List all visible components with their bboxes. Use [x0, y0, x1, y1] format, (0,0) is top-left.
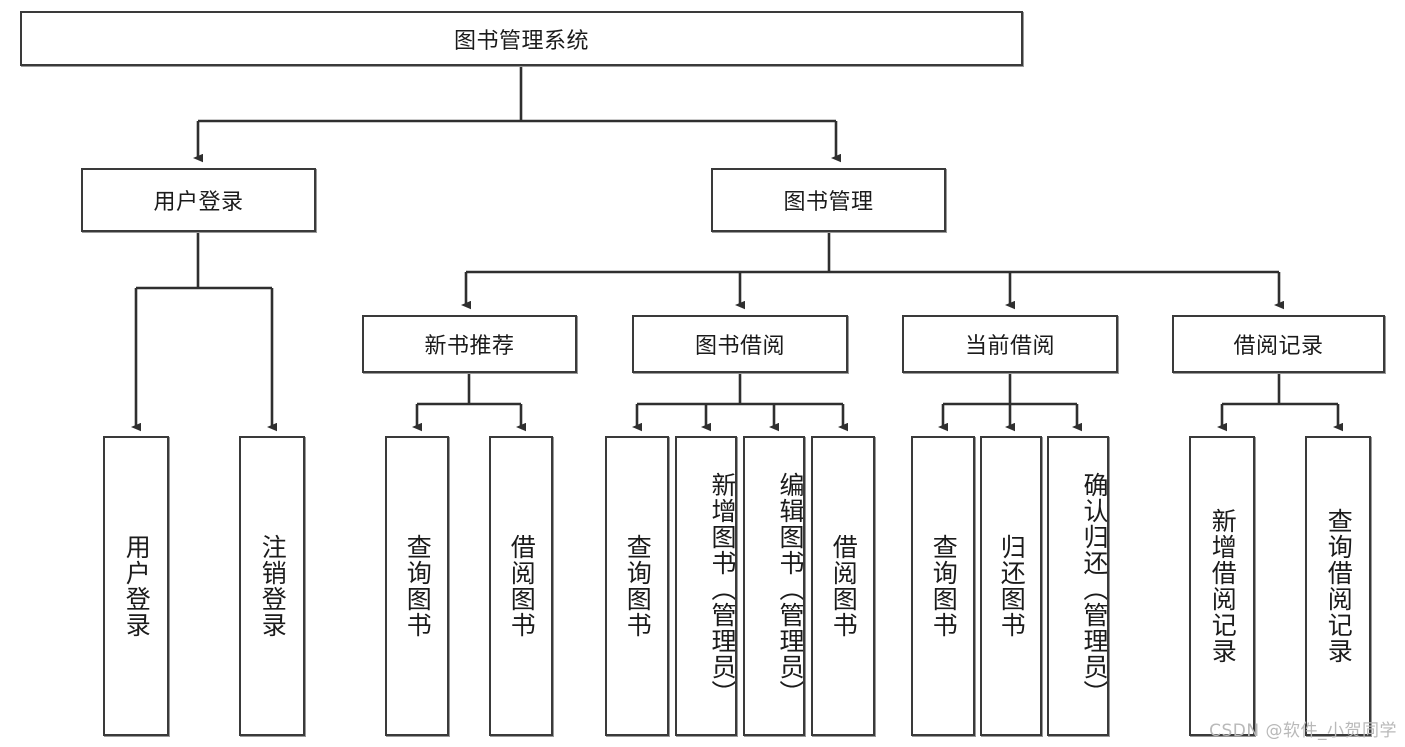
node-label: 查询图书 [929, 534, 959, 638]
node-label: 新增借阅记录 [1208, 508, 1238, 664]
node-new-book-recommend[interactable]: 新书推荐 [362, 315, 577, 373]
node-leaf-return-book[interactable]: 归还图书 [980, 436, 1042, 736]
node-root-book-management-system[interactable]: 图书管理系统 [20, 11, 1023, 66]
node-current-borrow[interactable]: 当前借阅 [902, 315, 1118, 373]
node-leaf-add-borrow-record[interactable]: 新增借阅记录 [1189, 436, 1255, 736]
node-leaf-query-book-borrow[interactable]: 查询图书 [605, 436, 669, 736]
node-leaf-borrow-book-recommend[interactable]: 借阅图书 [489, 436, 553, 736]
node-label: 查询借阅记录 [1324, 508, 1354, 664]
node-label: 借阅图书 [829, 534, 859, 638]
node-leaf-logout[interactable]: 注销登录 [239, 436, 305, 736]
node-leaf-add-book-admin[interactable]: 新增图书（管理员） [675, 436, 737, 736]
node-label: 归还图书 [997, 534, 1027, 638]
node-book-borrow[interactable]: 图书借阅 [632, 315, 848, 373]
node-label: 查询图书 [403, 534, 433, 638]
node-label: 查询图书 [623, 534, 653, 638]
node-book-management[interactable]: 图书管理 [711, 168, 946, 232]
watermark-text: CSDN @软件_小贺同学 [1209, 721, 1397, 741]
node-label: 当前借阅 [964, 334, 1055, 359]
node-user-login[interactable]: 用户登录 [81, 168, 316, 232]
node-leaf-query-book-recommend[interactable]: 查询图书 [385, 436, 449, 736]
node-leaf-edit-book-admin[interactable]: 编辑图书（管理员） [743, 436, 805, 736]
node-leaf-confirm-return-admin[interactable]: 确认归还（管理员） [1047, 436, 1109, 736]
node-label: 用户登录 [153, 190, 244, 215]
node-leaf-borrow-book[interactable]: 借阅图书 [811, 436, 875, 736]
node-label: 注销登录 [258, 534, 288, 638]
node-label: 借阅记录 [1233, 334, 1324, 359]
node-label: 图书借阅 [694, 334, 785, 359]
node-label: 编辑图书（管理员） [776, 472, 805, 706]
node-leaf-user-login[interactable]: 用户登录 [103, 436, 169, 736]
node-label: 新书推荐 [424, 334, 515, 359]
node-label: 借阅图书 [507, 534, 537, 638]
node-label: 图书管理系统 [453, 28, 589, 54]
node-label: 确认归还（管理员） [1080, 472, 1109, 706]
node-leaf-query-borrow-record[interactable]: 查询借阅记录 [1305, 436, 1371, 736]
node-label: 新增图书（管理员） [708, 472, 737, 706]
node-leaf-query-book-current[interactable]: 查询图书 [911, 436, 975, 736]
node-label: 图书管理 [783, 190, 874, 215]
node-label: 用户登录 [122, 534, 152, 638]
node-borrow-record[interactable]: 借阅记录 [1172, 315, 1385, 373]
